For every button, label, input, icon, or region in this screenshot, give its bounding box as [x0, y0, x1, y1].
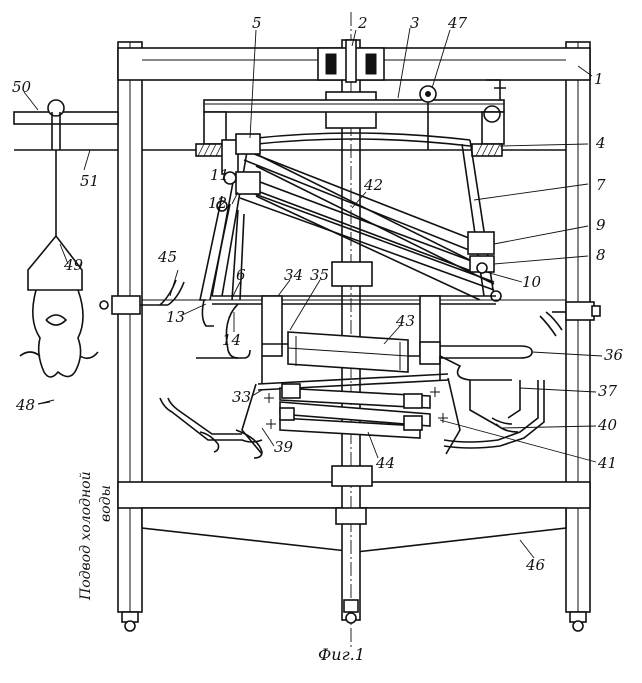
label-14: 14	[222, 331, 241, 349]
label-13: 13	[166, 308, 185, 326]
label-37: 37	[598, 382, 618, 400]
label-7: 7	[596, 176, 606, 194]
label-39: 39	[274, 438, 294, 456]
label-43: 43	[395, 312, 415, 330]
label-40: 40	[597, 416, 618, 434]
label-2: 2	[357, 14, 368, 32]
label-9: 9	[596, 216, 606, 234]
label-5: 5	[252, 14, 262, 32]
label-4: 4	[595, 134, 606, 152]
label-12: 12	[208, 194, 227, 212]
label-49: 49	[63, 256, 84, 274]
label-8: 8	[596, 246, 606, 264]
label-50: 50	[12, 78, 32, 96]
side-note-line-1: Подвод холодной	[78, 471, 94, 601]
label-10: 10	[522, 273, 542, 291]
label-41: 41	[597, 454, 617, 472]
label-1: 1	[594, 70, 604, 88]
left-arm	[200, 196, 244, 326]
label-3: 3	[410, 14, 420, 32]
label-48: 48	[15, 396, 35, 414]
drum-43	[262, 332, 440, 372]
label-42: 42	[363, 176, 383, 194]
label-47: 47	[447, 14, 468, 32]
label-46: 46	[525, 556, 546, 574]
label-35: 35	[310, 266, 329, 284]
side-note: Подвод холодной воды	[78, 471, 114, 601]
label-51: 51	[80, 172, 99, 190]
side-note-line-2: воды	[98, 485, 114, 522]
label-11: 11	[210, 166, 229, 184]
label-34: 34	[284, 266, 303, 284]
label-6: 6	[236, 266, 246, 284]
label-45: 45	[157, 248, 177, 266]
label-36: 36	[604, 346, 624, 364]
label-44: 44	[375, 454, 395, 472]
rail-and-carcass	[14, 100, 118, 404]
figure-caption: Фиг.1	[318, 645, 365, 664]
label-33: 33	[232, 388, 251, 406]
